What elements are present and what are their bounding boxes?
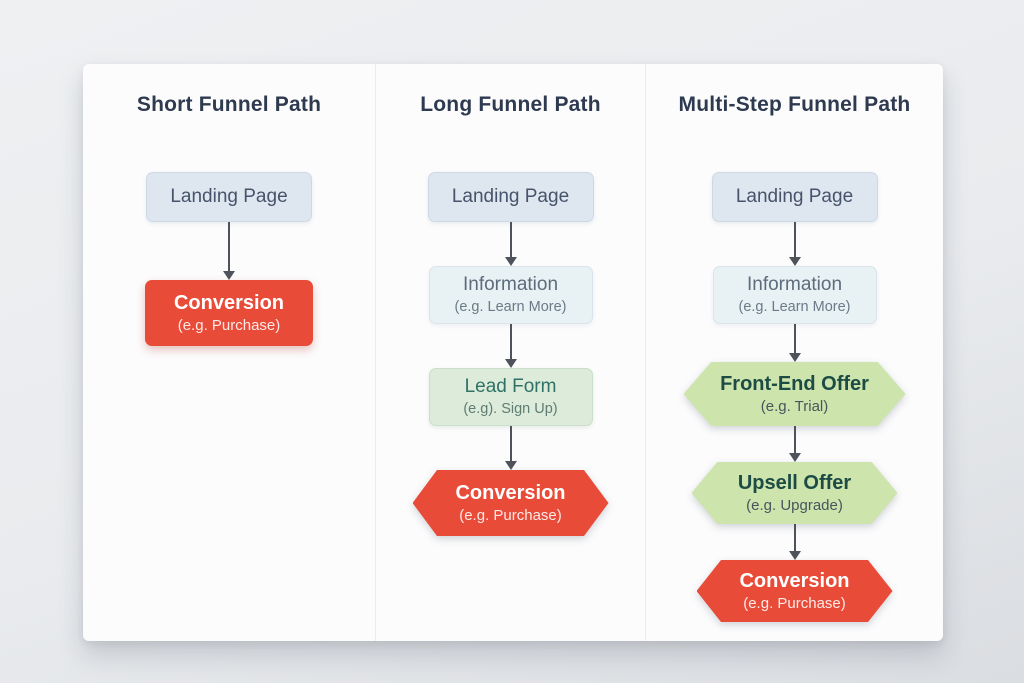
arrow-head-icon	[788, 551, 801, 560]
arrow-stem	[793, 426, 796, 453]
node-information: Information (e.g. Learn More)	[712, 266, 877, 324]
down-arrow-icon	[785, 324, 805, 362]
node-landing-page: Landing Page	[711, 172, 878, 222]
arrow-stem	[509, 426, 512, 461]
arrow-head-icon	[504, 257, 517, 266]
node-conversion: Conversion (e.g. Purchase)	[696, 560, 893, 622]
node-label: Landing Page	[735, 186, 854, 207]
node-label: Information	[462, 274, 559, 295]
node-subtitle: (e.g. Purchase)	[177, 317, 281, 334]
arrow-stem	[509, 324, 512, 359]
column-short-funnel: Short Funnel Path Landing Page Conversio…	[83, 64, 375, 641]
node-subtitle: (e.g. Upgrade)	[746, 497, 843, 514]
node-label: Landing Page	[451, 186, 570, 207]
node-label: Lead Form	[464, 376, 557, 397]
funnel-comparison-card: Short Funnel Path Landing Page Conversio…	[83, 64, 943, 641]
front-end-offer-hexagon: Front-End Offer (e.g. Trial)	[683, 362, 906, 426]
arrow-stem	[793, 222, 796, 257]
node-upsell-offer: Upsell Offer (e.g. Upgrade)	[691, 462, 898, 524]
arrow-stem	[228, 222, 230, 271]
arrow-head-icon	[788, 453, 801, 462]
node-label: Information	[746, 274, 843, 295]
node-subtitle: (e.g. Trial)	[760, 398, 829, 415]
column-title: Short Funnel Path	[136, 93, 322, 116]
node-label: Conversion	[739, 570, 850, 592]
down-arrow-icon	[219, 222, 239, 280]
column-multi-step-funnel: Multi-Step Funnel Path Landing Page Info…	[645, 64, 943, 641]
column-title: Multi-Step Funnel Path	[678, 93, 911, 116]
node-information: Information (e.g. Learn More)	[428, 266, 593, 324]
arrow-stem	[793, 524, 796, 551]
down-arrow-icon	[501, 222, 521, 266]
node-subtitle: (e.g). Sign Up)	[463, 401, 558, 417]
node-subtitle: (e.g. Learn More)	[454, 299, 567, 315]
arrow-stem	[509, 222, 512, 257]
down-arrow-icon	[785, 222, 805, 266]
node-label: Conversion	[173, 292, 285, 314]
node-subtitle: (e.g. Purchase)	[743, 595, 846, 612]
node-conversion: Conversion (e.g. Purchase)	[412, 470, 609, 536]
arrow-head-icon	[504, 359, 517, 368]
down-arrow-icon	[501, 324, 521, 368]
column-long-funnel: Long Funnel Path Landing Page Informatio…	[375, 64, 645, 641]
node-conversion: Conversion (e.g. Purchase)	[145, 280, 313, 346]
arrow-head-icon	[788, 353, 801, 362]
node-label: Conversion	[455, 482, 566, 504]
conversion-hexagon: Conversion (e.g. Purchase)	[412, 470, 609, 536]
upsell-offer-hexagon: Upsell Offer (e.g. Upgrade)	[691, 462, 898, 524]
node-lead-form: Lead Form (e.g). Sign Up)	[428, 368, 593, 426]
node-landing-page: Landing Page	[427, 172, 594, 222]
down-arrow-icon	[501, 426, 521, 470]
node-landing-page: Landing Page	[146, 172, 312, 222]
node-label: Upsell Offer	[737, 472, 852, 494]
conversion-hexagon: Conversion (e.g. Purchase)	[696, 560, 893, 622]
node-label: Front-End Offer	[720, 373, 869, 395]
down-arrow-icon	[785, 426, 805, 462]
node-label: Landing Page	[170, 186, 288, 207]
arrow-head-icon	[788, 257, 801, 266]
arrow-head-icon	[504, 461, 517, 470]
down-arrow-icon	[785, 524, 805, 560]
node-subtitle: (e.g. Learn More)	[738, 299, 851, 315]
column-title: Long Funnel Path	[420, 93, 601, 116]
node-subtitle: (e.g. Purchase)	[459, 507, 562, 524]
arrow-stem	[793, 324, 796, 353]
node-front-end-offer: Front-End Offer (e.g. Trial)	[683, 362, 906, 426]
arrow-head-icon	[223, 271, 235, 280]
